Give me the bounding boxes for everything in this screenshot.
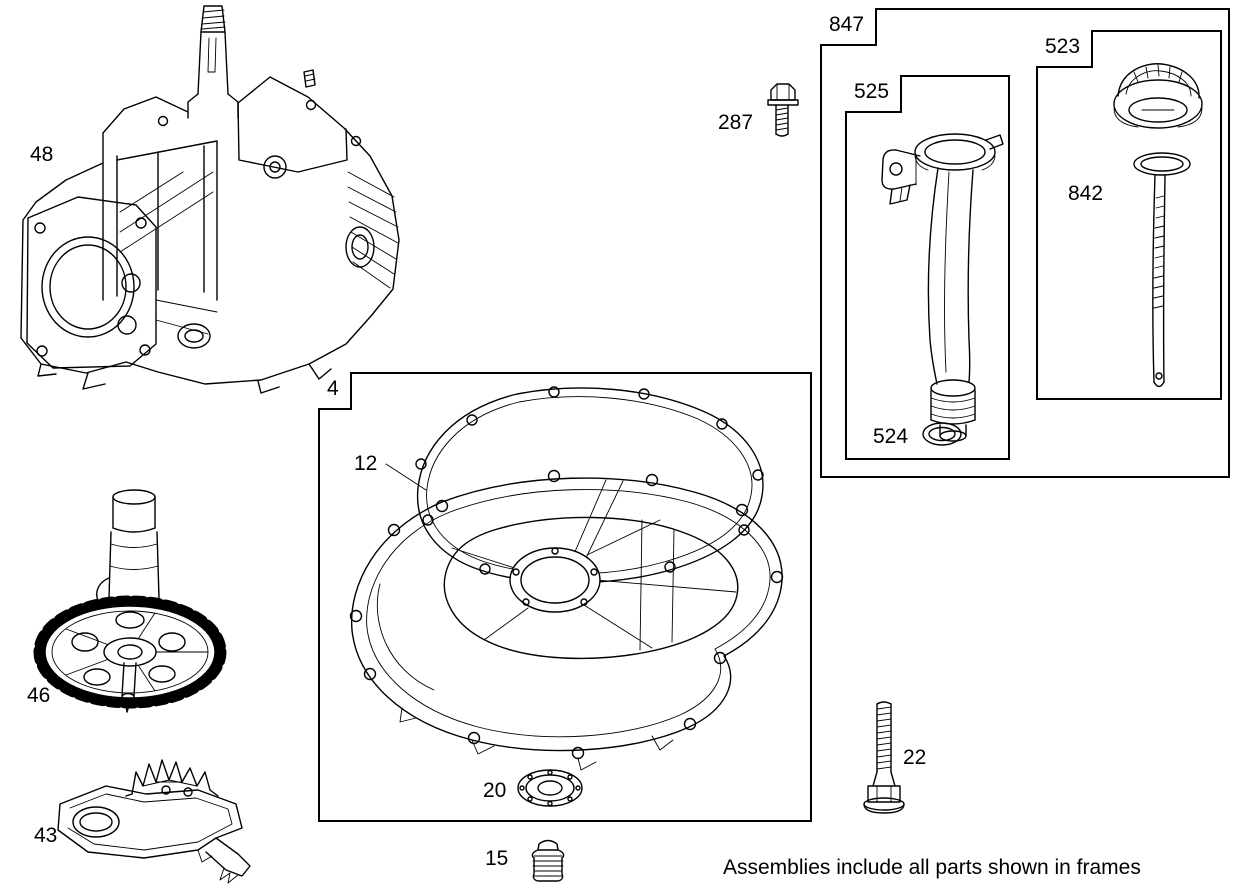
part-label-842: 842	[1068, 182, 1104, 205]
sump-and-gasket-drawing	[349, 386, 784, 771]
frame-sump-assembly: 4	[318, 372, 812, 822]
part-label-46: 46	[27, 684, 51, 707]
assemblies-note: Assemblies include all parts shown in fr…	[723, 856, 1141, 879]
frame-tag-4: 4	[318, 372, 352, 410]
o-ring-524-drawing	[922, 422, 962, 446]
cylinder-crankcase-assembly-drawing	[20, 5, 400, 394]
dipstick-drawing	[1113, 63, 1203, 388]
frame-tag-523: 523	[1036, 30, 1094, 68]
frame-tag-847: 847	[820, 8, 878, 46]
frame-dipstick-assembly: 523	[1036, 30, 1222, 400]
bracket-assembly-drawing	[57, 759, 251, 884]
part-label-22: 22	[903, 746, 927, 769]
part-label-43: 43	[34, 824, 58, 847]
part-label-287: 287	[718, 111, 754, 134]
camshaft-gear-drawing	[33, 489, 227, 713]
frame-oil-fill-tube: 525	[845, 75, 1010, 460]
oil-fill-tube-drawing	[881, 133, 1004, 442]
frame-oil-fill-group: 847	[820, 8, 1230, 478]
part-label-48: 48	[30, 143, 54, 166]
part-label-15: 15	[485, 847, 509, 870]
bolt-22-drawing	[863, 701, 905, 814]
part-label-524: 524	[873, 425, 909, 448]
frame-tag-525: 525	[845, 75, 903, 113]
bolt-287-drawing	[767, 83, 799, 137]
part-label-12: 12	[354, 452, 378, 475]
part-label-20: 20	[483, 779, 507, 802]
oil-seal-drawing	[517, 769, 583, 807]
drain-plug-drawing	[531, 839, 565, 882]
